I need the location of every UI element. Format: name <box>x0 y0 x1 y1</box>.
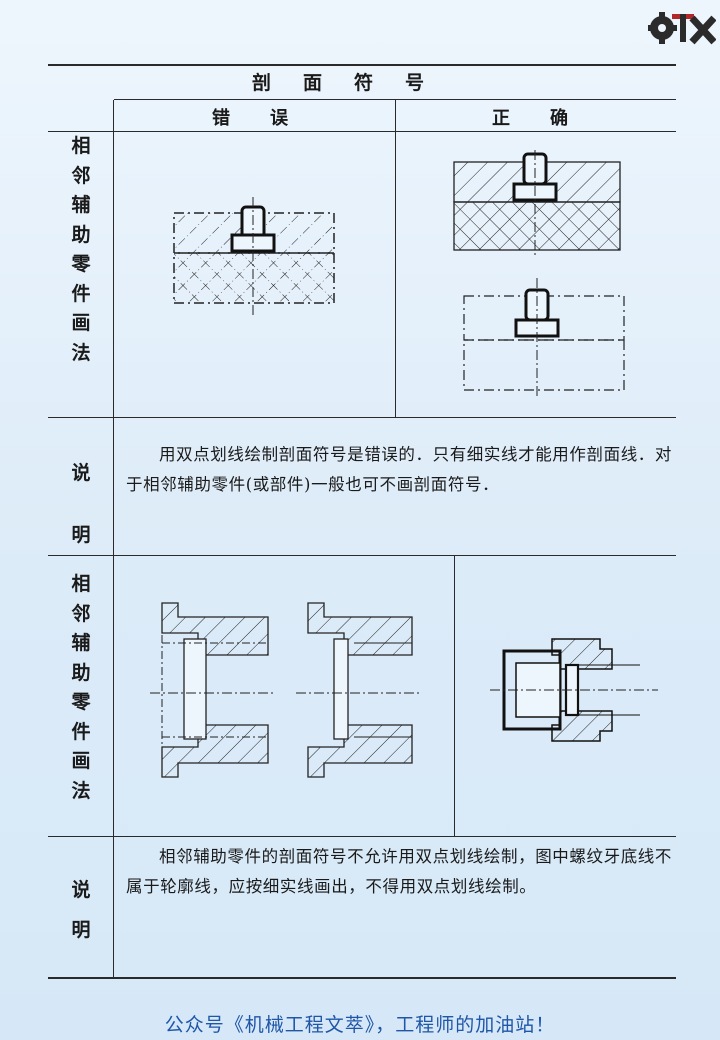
column-right: 正确 <box>492 108 608 129</box>
row1-note-label: 说明 <box>71 462 91 546</box>
row1-note: 用双点划线绘制剖面符号是错误的．只有细实线才能用作剖面线．对于相邻辅助零件(或部… <box>126 445 672 494</box>
figure-coupling-wrong-2 <box>296 602 422 778</box>
col-divider-top <box>395 100 396 418</box>
figure-coupling-wrong-1 <box>150 602 276 778</box>
note1-bottom-rule <box>48 555 676 556</box>
row1-bottom-rule <box>48 417 676 418</box>
table-top-rule <box>48 64 676 66</box>
label-column-rule <box>113 100 114 978</box>
row2-note: 相邻辅助零件的剖面符号不允许用双点划线绘制，图中螺纹牙底线不属于轮廓线，应按细实… <box>126 847 672 896</box>
figure-right-no-hatching <box>463 278 625 396</box>
row2-bottom-rule <box>48 836 676 837</box>
table-title: 剖面符号 <box>252 72 457 94</box>
figure-right-hatching <box>453 150 621 258</box>
column-wrong: 错误 <box>212 108 328 129</box>
figure-coupling-right <box>490 638 658 742</box>
col-divider-bottom <box>454 555 455 837</box>
header-divider <box>114 99 676 100</box>
row2-label: 相邻辅助零件画法 <box>71 573 91 802</box>
table-bottom-rule <box>48 977 676 979</box>
gear-t-x-logo <box>648 12 716 45</box>
footer-slogan: 公众号《机械工程文萃》，工程师的加油站！ <box>164 1014 556 1036</box>
row2-note-label: 说明 <box>71 879 91 941</box>
header-bottom-rule <box>48 131 676 132</box>
figure-wrong-hatching <box>173 197 335 317</box>
row1-label: 相邻辅助零件画法 <box>71 135 91 364</box>
